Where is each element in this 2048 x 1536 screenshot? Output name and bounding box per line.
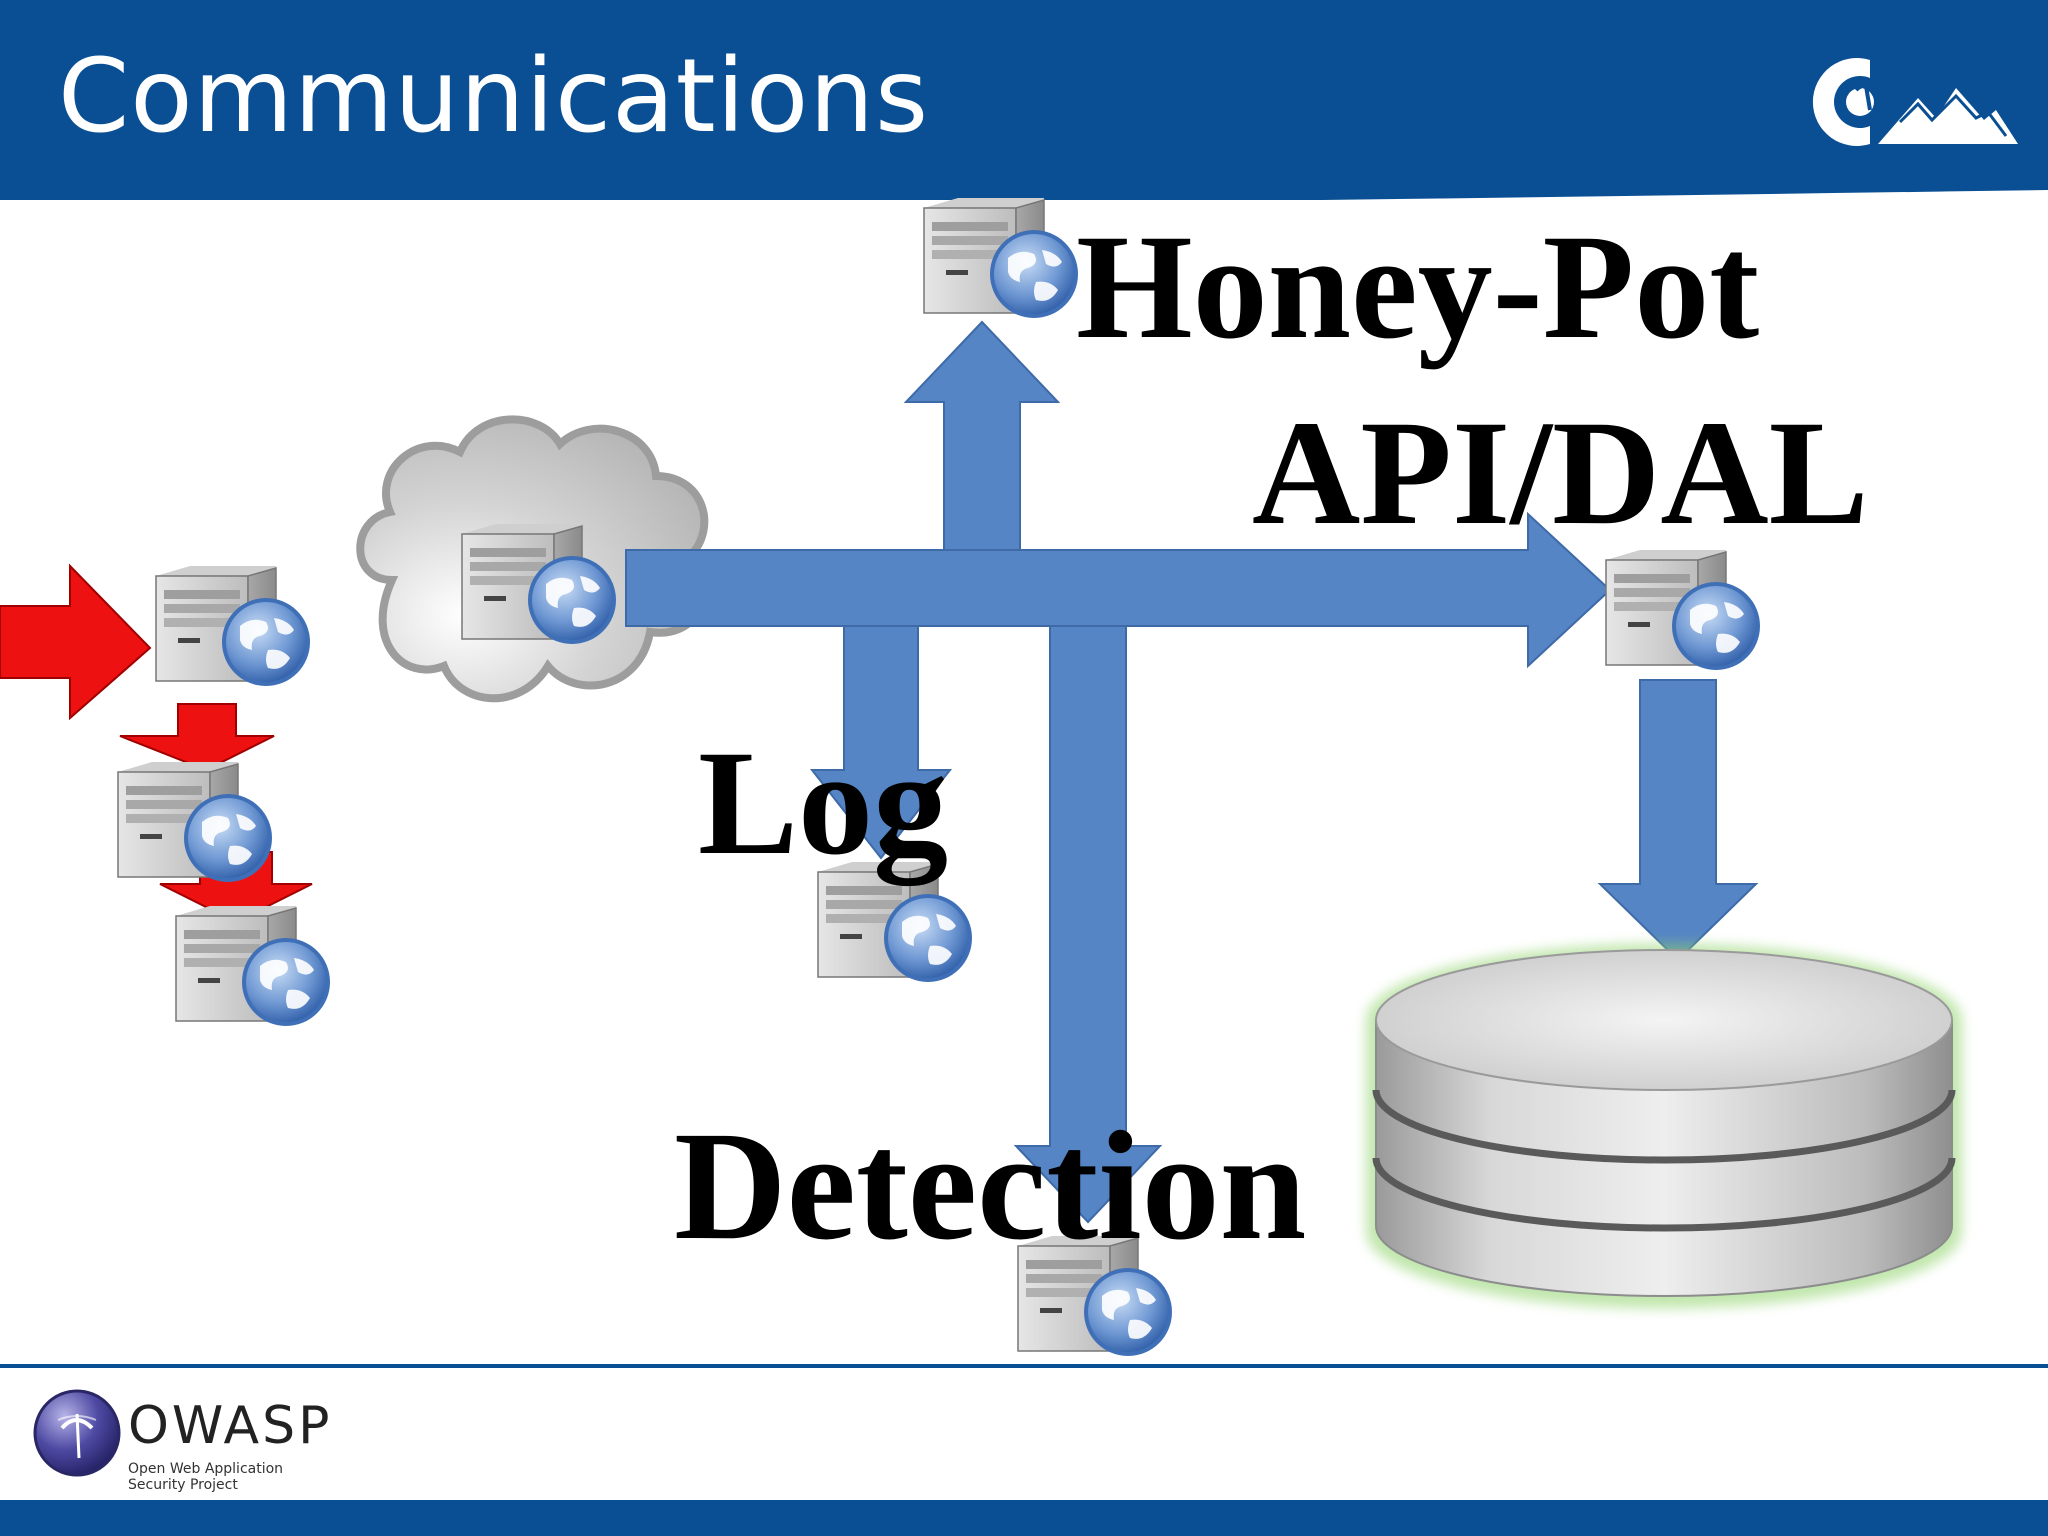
- owasp-logo-word: OWASP: [128, 1396, 333, 1456]
- attack-arrow-right: [0, 563, 152, 721]
- server-icon-attacker: [155, 565, 311, 687]
- label-log: Log: [698, 720, 949, 886]
- attack-arrow-down-2: [159, 851, 313, 924]
- database-icon: [1366, 943, 1962, 1309]
- conference-logo-icon: [1812, 58, 2018, 147]
- label-honeypot: Honey-Pot: [1076, 204, 1760, 370]
- owasp-tagline-line1: Open Web Application: [128, 1461, 284, 1477]
- owasp-logo-icon: [33, 1389, 121, 1477]
- arrow-to-api-dal: [625, 511, 1612, 669]
- label-api-dal: API/DAL: [1252, 390, 1869, 556]
- server-icon-api-dal: [1605, 549, 1761, 671]
- footer-bar: [0, 1500, 2048, 1536]
- server-icon-attacker-2: [117, 761, 273, 883]
- server-icon-attacker-3: [175, 905, 331, 1027]
- label-detection: Detection: [674, 1099, 1307, 1272]
- slide-title: Communications: [58, 37, 930, 156]
- arrow-to-database: [1597, 679, 1759, 962]
- arrow-to-log: [809, 625, 953, 860]
- arrow-to-honeypot: [903, 320, 1061, 551]
- header-banner: [0, 0, 2048, 200]
- owasp-tagline-line2: Security Project: [128, 1477, 238, 1493]
- server-icon-honeypot: [923, 197, 1079, 319]
- arrow-to-detection: [1013, 625, 1163, 1224]
- footer-rule: [0, 1364, 2048, 1368]
- attack-arrow-down-1: [119, 703, 275, 772]
